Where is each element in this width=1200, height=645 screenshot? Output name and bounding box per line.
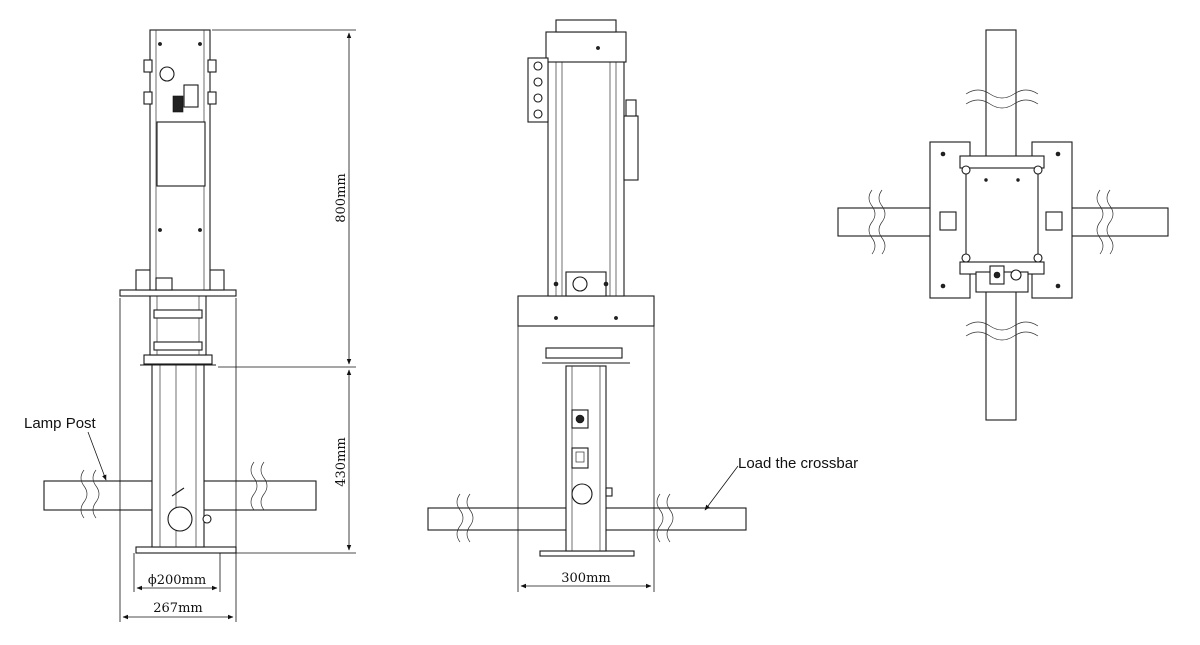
side-view — [43, 29, 317, 554]
crossbar-leader — [704, 465, 739, 511]
lamp-post-label: Lamp Post — [24, 415, 97, 432]
height-upper-label: 800mm — [334, 173, 349, 222]
diameter-label: ϕ200mm — [148, 573, 206, 588]
lamp-post-leader — [87, 431, 107, 481]
front-width-label: 300mm — [561, 571, 610, 586]
front-view — [427, 19, 747, 557]
base-width-label: 267mm — [153, 601, 202, 616]
crossbar-label: Load the crossbar — [738, 455, 858, 472]
height-lower-label: 430mm — [334, 437, 349, 486]
front-dimensions — [517, 326, 655, 592]
top-view — [837, 29, 1169, 421]
side-dimensions — [119, 29, 356, 622]
